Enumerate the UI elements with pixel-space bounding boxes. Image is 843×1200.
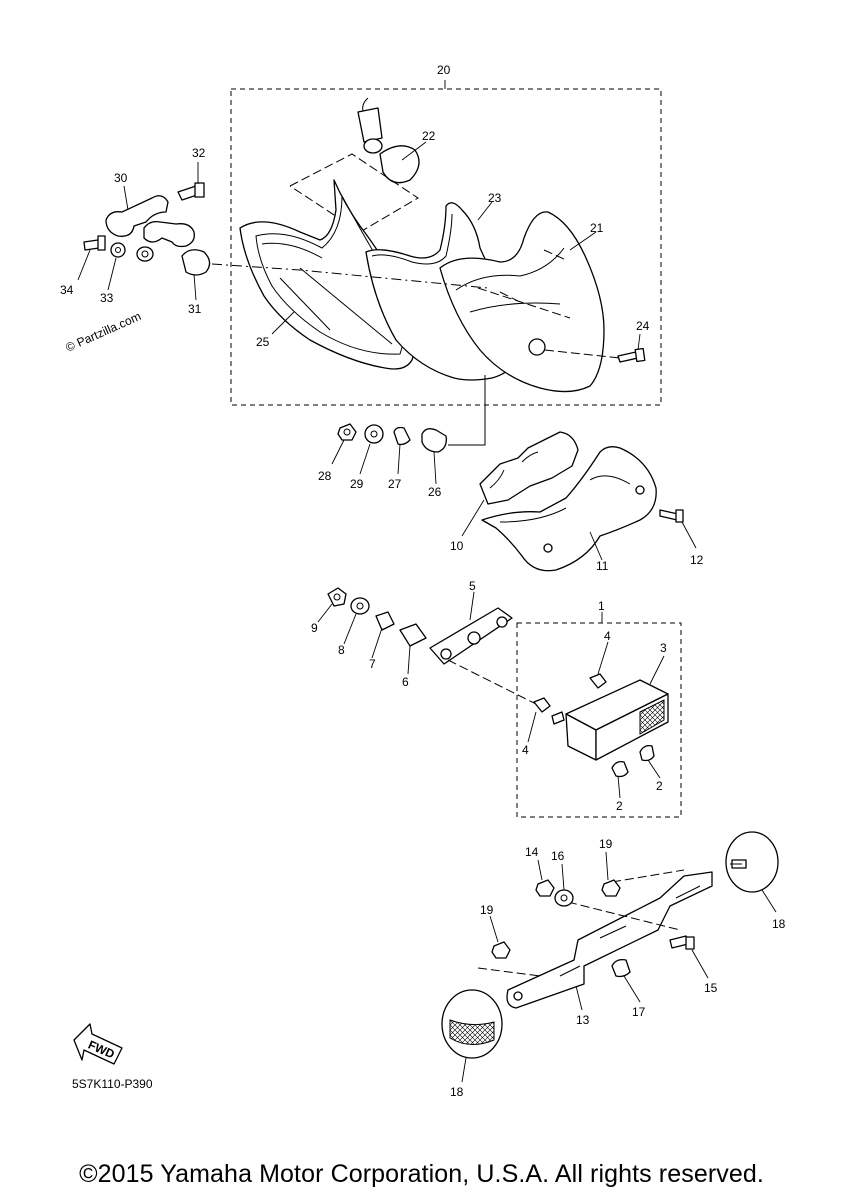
callout-22: 22 <box>422 129 436 143</box>
callout-32: 32 <box>192 146 206 160</box>
callout-2b: 2 <box>616 799 623 813</box>
callout-17: 17 <box>632 1005 646 1019</box>
callout-4a: 4 <box>604 629 611 643</box>
callout-19b: 19 <box>480 903 494 917</box>
assembly-20-box <box>230 88 662 406</box>
callout-24: 24 <box>636 319 650 333</box>
callout-1: 1 <box>598 599 605 613</box>
lower-cover-10-11 <box>479 431 684 572</box>
diagram-code: 5S7K110-P390 <box>72 1077 153 1091</box>
callout-20: 20 <box>437 63 451 77</box>
bulb-22 <box>289 97 420 233</box>
callout-7: 7 <box>369 657 376 671</box>
reflector-bracket-13 <box>441 831 779 1059</box>
fwd-arrow-icon: FWD <box>73 1023 123 1065</box>
partzilla-watermark: © Partzilla.com <box>64 309 144 355</box>
callout-30: 30 <box>114 171 128 185</box>
callout-14: 14 <box>525 845 539 859</box>
leader-lines <box>77 141 777 1083</box>
callout-26: 26 <box>428 485 442 499</box>
callout-5: 5 <box>469 579 476 593</box>
callout-15: 15 <box>704 981 718 995</box>
callout-28: 28 <box>318 469 332 483</box>
callout-16: 16 <box>551 849 565 863</box>
callout-19a: 19 <box>599 837 613 851</box>
bracket-30-group <box>83 182 211 276</box>
callout-18a: 18 <box>772 917 786 931</box>
assembly-1-box <box>516 622 682 818</box>
screw-24 <box>617 333 646 363</box>
callout-6: 6 <box>402 675 409 689</box>
plate-5-group <box>327 587 541 707</box>
callout-12: 12 <box>690 553 704 567</box>
callout-31: 31 <box>188 302 202 316</box>
callout-27: 27 <box>388 477 402 491</box>
callout-9: 9 <box>311 621 318 635</box>
callout-18b: 18 <box>450 1085 464 1099</box>
copyright-notice: ©2015 Yamaha Motor Corporation, U.S.A. A… <box>79 1160 764 1188</box>
spacers-26-29 <box>337 423 447 453</box>
callout-3: 3 <box>660 641 667 655</box>
callout-labels: 20 32 22 30 23 21 34 33 31 24 25 28 29 2… <box>60 63 786 1099</box>
callout-8: 8 <box>338 643 345 657</box>
license-light-1 <box>516 612 682 818</box>
housing-21 <box>439 211 621 393</box>
tail-light-assembly-group <box>211 80 662 446</box>
callout-23: 23 <box>488 191 502 205</box>
callout-13: 13 <box>576 1013 590 1027</box>
callout-11: 11 <box>596 559 609 573</box>
callout-34: 34 <box>60 283 74 297</box>
callout-29: 29 <box>350 477 364 491</box>
callout-33: 33 <box>100 291 114 305</box>
callout-2a: 2 <box>656 779 663 793</box>
callout-4b: 4 <box>522 743 529 757</box>
callout-25: 25 <box>256 335 270 349</box>
callout-10: 10 <box>450 539 464 553</box>
callout-21: 21 <box>590 221 604 235</box>
